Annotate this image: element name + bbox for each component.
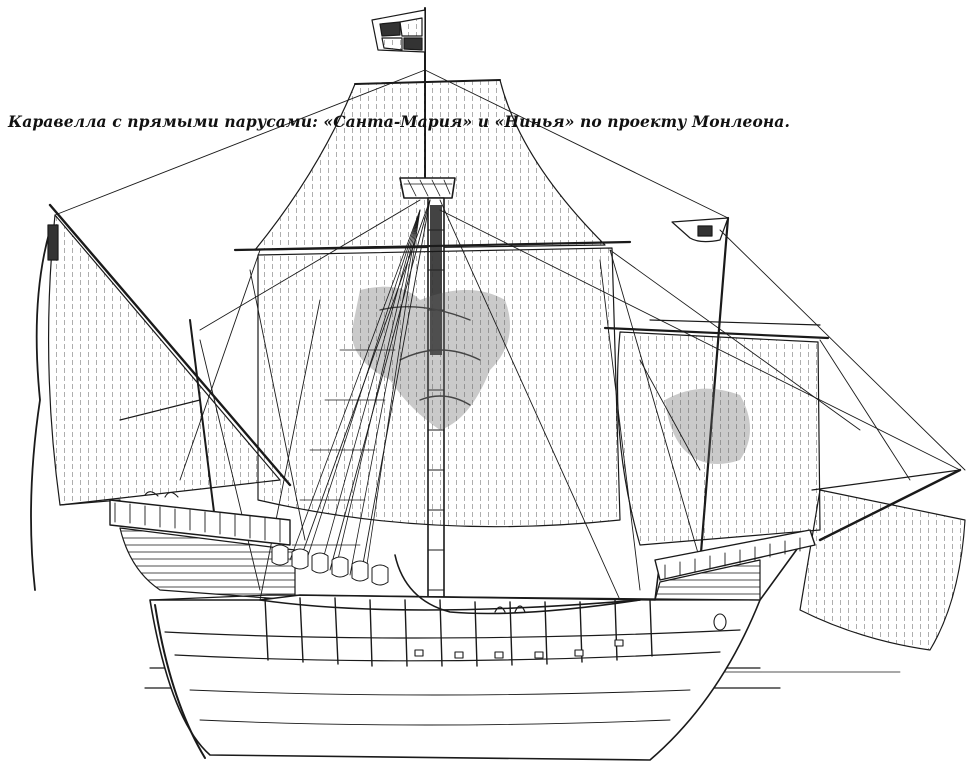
main-shrouds: [289, 209, 421, 579]
rigging: [54, 69, 966, 601]
stern-castle: [109, 491, 296, 601]
crows-nest: [399, 177, 456, 199]
deck-shields: [271, 544, 389, 586]
bowsprit-spritsail: [799, 468, 966, 651]
hull: [149, 544, 801, 761]
masthead-flag: [371, 7, 426, 181]
image-caption: Каравелла с прямыми парусами: «Санта-Мар…: [8, 112, 790, 131]
main-topsail: [254, 79, 606, 251]
fore-castle: [654, 529, 816, 601]
main-course-sail: [233, 240, 632, 528]
